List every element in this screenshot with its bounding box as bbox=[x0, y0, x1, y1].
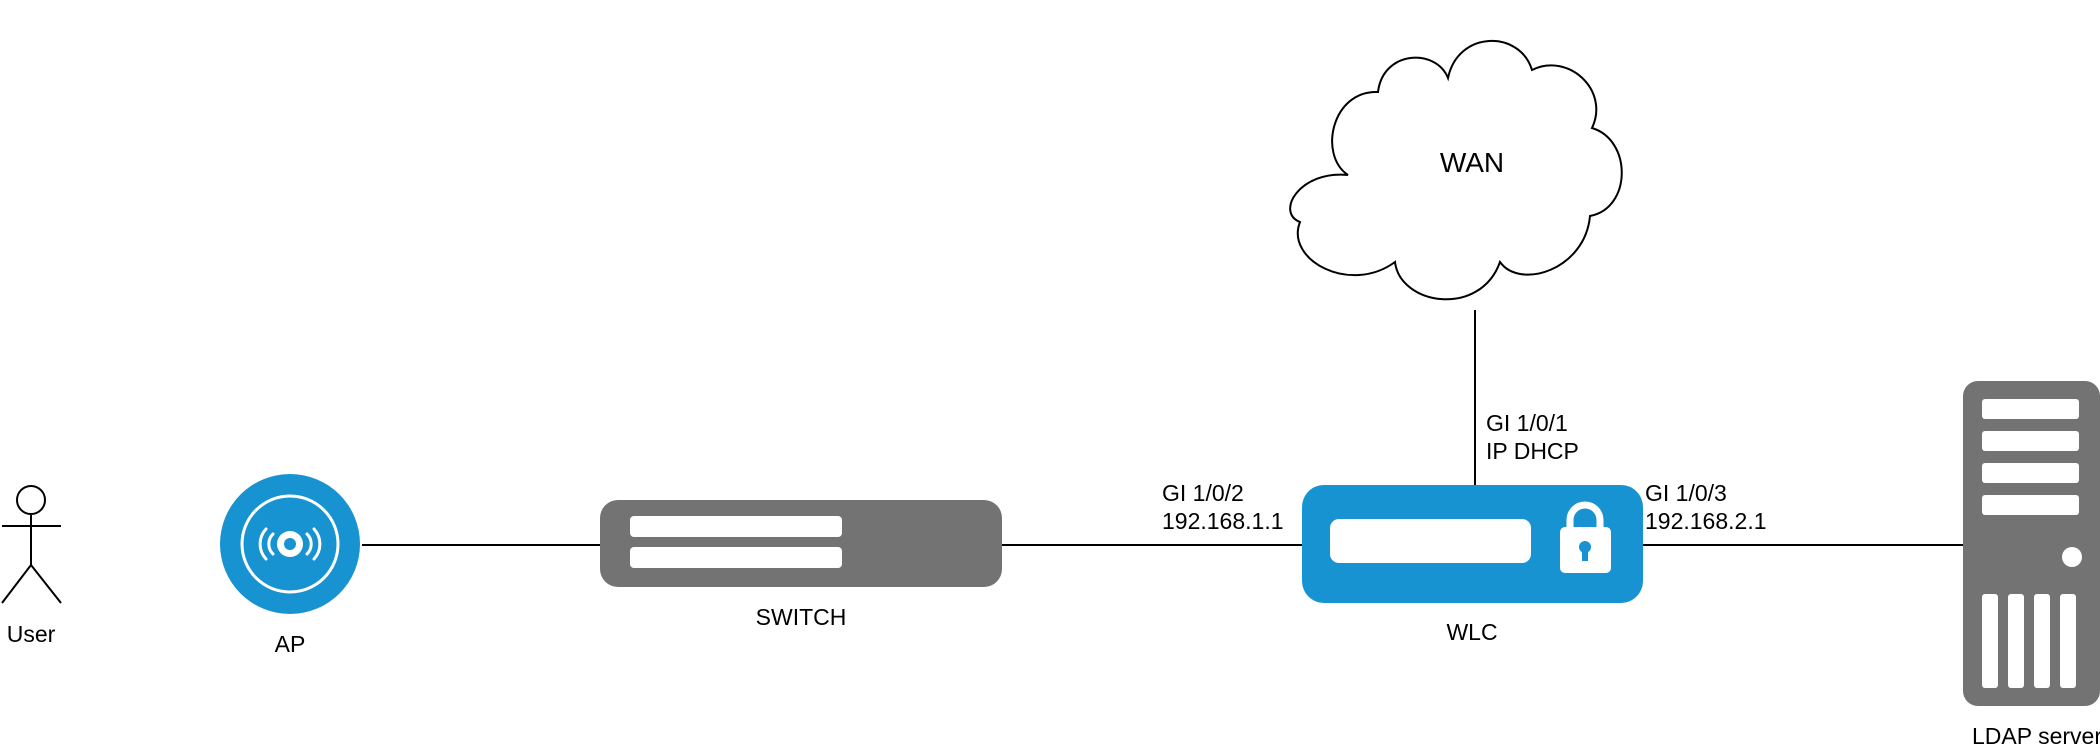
interface-port-label: GI 1/0/1 bbox=[1486, 410, 1568, 436]
interface-port-label: GI 1/0/3 bbox=[1645, 480, 1727, 506]
ldap-server-node: LDAP server bbox=[1963, 381, 2100, 748]
switch-icon bbox=[600, 500, 1002, 587]
lock-icon bbox=[1560, 501, 1611, 573]
interface-ip-label: 192.168.1.1 bbox=[1162, 508, 1284, 534]
wan-node: WAN bbox=[1289, 39, 1623, 301]
interface-gi-1-0-3: GI 1/0/3 192.168.2.1 bbox=[1645, 480, 1767, 534]
connection-lines bbox=[362, 310, 1963, 546]
server-icon bbox=[1963, 381, 2100, 706]
interface-gi-1-0-2: GI 1/0/2 192.168.1.1 bbox=[1162, 480, 1284, 534]
person-icon bbox=[1, 485, 62, 604]
cloud-icon bbox=[1289, 39, 1623, 301]
wlc-node: WLC bbox=[1302, 485, 1643, 645]
interface-port-label: GI 1/0/2 bbox=[1162, 480, 1244, 506]
interface-ip-label: IP DHCP bbox=[1486, 438, 1579, 464]
interface-gi-1-0-1: GI 1/0/1 IP DHCP bbox=[1486, 410, 1579, 464]
ap-label: AP bbox=[275, 631, 306, 657]
switch-label: SWITCH bbox=[756, 604, 847, 630]
user-node: User bbox=[1, 485, 62, 647]
switch-node: SWITCH bbox=[600, 500, 1002, 630]
user-label: User bbox=[7, 621, 56, 647]
ap-node: AP bbox=[220, 474, 360, 657]
interface-ip-label: 192.168.2.1 bbox=[1645, 508, 1767, 534]
access-point-icon bbox=[220, 474, 360, 614]
wireless-controller-icon bbox=[1302, 485, 1643, 603]
wan-label: WAN bbox=[1440, 147, 1504, 178]
ldap-server-label: LDAP server bbox=[1972, 723, 2100, 748]
wlc-label: WLC bbox=[1446, 619, 1497, 645]
